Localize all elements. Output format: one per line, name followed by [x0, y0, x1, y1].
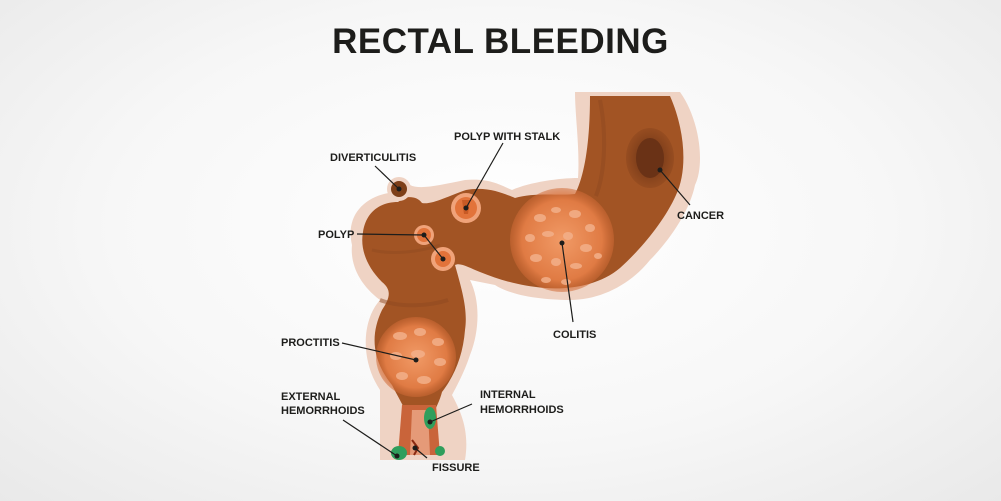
label-polyp-with-stalk: POLYP WITH STALK [454, 131, 560, 143]
label-internal-line2: HEMORRHOIDS [480, 404, 564, 416]
colitis-region [510, 188, 614, 292]
leader-lines [341, 142, 691, 459]
label-external-line1: EXTERNAL [281, 391, 341, 403]
page-title: RECTAL BLEEDING [332, 22, 669, 61]
label-fissure: FISSURE [432, 462, 480, 474]
label-polyp: POLYP [318, 229, 354, 241]
label-colitis: COLITIS [553, 329, 596, 341]
label-external-line2: HEMORRHOIDS [281, 405, 365, 417]
label-proctitis: PROCTITIS [281, 337, 340, 349]
label-cancer: CANCER [677, 210, 724, 222]
label-diverticulitis: DIVERTICULITIS [330, 152, 416, 164]
proctitis-region [376, 317, 456, 397]
label-internal-line1: INTERNAL [480, 389, 536, 401]
fissure-mark [411, 439, 420, 456]
external-hemorrhoid [391, 446, 445, 460]
cancer-mass [626, 128, 674, 188]
internal-hemorrhoid [424, 407, 436, 429]
